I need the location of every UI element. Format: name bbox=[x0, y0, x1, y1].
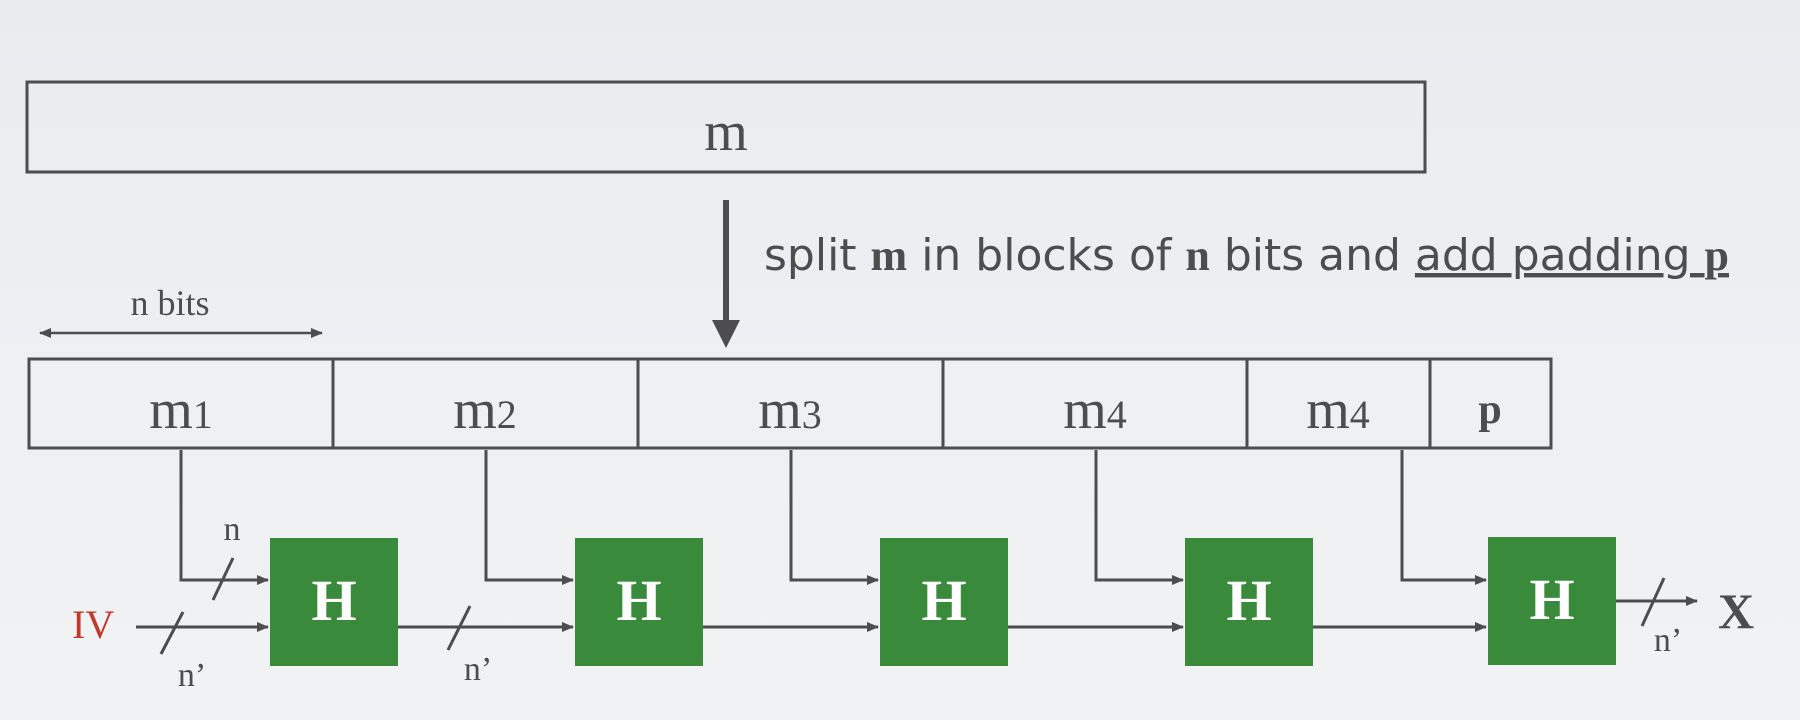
output-label: X bbox=[1718, 583, 1754, 639]
chain-connectors bbox=[136, 596, 1698, 632]
iv-label: IV bbox=[72, 602, 114, 647]
width-slashes bbox=[159, 557, 1666, 655]
block-label: m3 bbox=[758, 379, 822, 441]
block-label: m4 bbox=[1306, 379, 1370, 441]
block-row bbox=[27, 357, 1553, 450]
width-label-n-prime: n’ bbox=[178, 657, 206, 694]
n-bits-label: n bits bbox=[130, 283, 209, 323]
block-label: m2 bbox=[453, 379, 517, 441]
svg-text:H: H bbox=[921, 568, 966, 633]
svg-text:H: H bbox=[616, 568, 661, 633]
width-label-n-prime: n’ bbox=[464, 651, 492, 688]
padding-label: p bbox=[1478, 387, 1501, 433]
width-label-n: n bbox=[224, 511, 241, 548]
hash-box: H bbox=[1488, 537, 1616, 665]
hash-box: H bbox=[880, 538, 1008, 666]
block-connectors bbox=[179, 450, 1487, 585]
split-caption: split m in blocks of n bits and add padd… bbox=[764, 230, 1729, 281]
hash-box: H bbox=[575, 538, 703, 666]
svg-text:H: H bbox=[311, 568, 356, 633]
block-label: m4 bbox=[1063, 379, 1127, 441]
svg-text:H: H bbox=[1529, 567, 1574, 632]
message-bar bbox=[25, 80, 1427, 174]
hash-box: H bbox=[270, 538, 398, 666]
message-label: m bbox=[704, 101, 748, 163]
block-label: m1 bbox=[149, 379, 213, 441]
width-label-n-prime: n’ bbox=[1654, 622, 1682, 659]
hash-box: H bbox=[1185, 538, 1313, 666]
svg-text:H: H bbox=[1226, 568, 1271, 633]
down-arrow-icon bbox=[712, 200, 740, 348]
